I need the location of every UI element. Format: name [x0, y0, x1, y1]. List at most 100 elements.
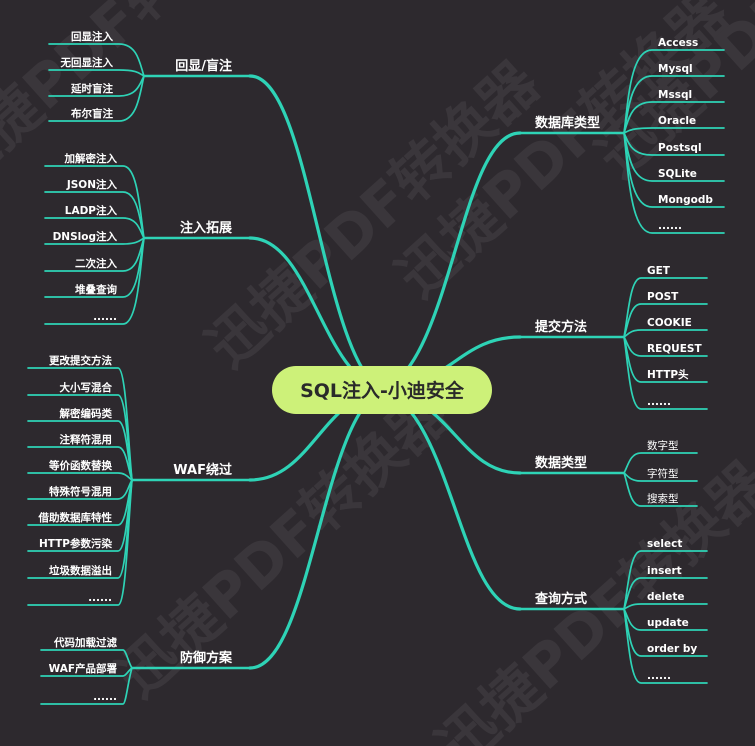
branch-2: 提交方法 GET POST COOKIE REQUEST HTTP头...... — [535, 265, 702, 408]
leaf-label: Mysql — [658, 63, 693, 75]
leaf-label: Access — [658, 37, 698, 49]
leaf-label: Mongodb — [658, 194, 713, 206]
leaf-edge — [623, 101, 725, 134]
leaf-label: 布尔盲注 — [71, 107, 113, 120]
leaf-label: Mssql — [658, 89, 692, 101]
leaf-edge — [48, 75, 145, 122]
leaf-label: 堆叠查询 — [75, 283, 117, 296]
leaf-edge — [27, 479, 133, 606]
branch-label: 数据类型 — [535, 455, 587, 471]
leaf-label: ...... — [647, 396, 671, 408]
leaf-label: HTTP参数污染 — [39, 537, 113, 550]
branch-8: 防御方案 代码加载过滤 WAF产品部署...... — [49, 636, 233, 703]
branch-label: WAF绕过 — [173, 462, 232, 478]
leaf-label: HTTP头 — [647, 368, 689, 381]
leaf-edge — [44, 191, 145, 239]
leaf-label: ...... — [647, 670, 671, 682]
leaf-edge — [40, 649, 133, 669]
leaf-label: 字符型 — [647, 467, 679, 480]
branch-label: 数据库类型 — [535, 115, 600, 131]
leaf-label: SQLite — [658, 168, 697, 180]
leaf-label: delete — [647, 591, 685, 603]
leaf-label: DNSlog注入 — [53, 230, 118, 243]
leaf-label: Oracle — [658, 115, 696, 127]
leaf-label: ...... — [88, 592, 112, 604]
leaf-edge — [40, 667, 133, 677]
watermark-text: 迅捷PDF转换器 — [104, 378, 463, 710]
leaf-label: 数字型 — [647, 439, 679, 452]
leaf-label: POST — [647, 291, 679, 303]
leaf-label: 延时盲注 — [70, 82, 113, 95]
branch-label: 注入拓展 — [180, 220, 233, 236]
leaf-edge — [623, 608, 708, 684]
leaf-edge — [40, 667, 133, 705]
leaf-label: 回显注入 — [71, 30, 113, 43]
branch-6: 注入拓展 加解密注入 JSON注入 LADP注入 DNSlog注入二次注入堆叠查询...… — [53, 152, 233, 323]
leaf-edge — [623, 336, 708, 410]
branch-1: 数据库类型 AccessMysqlMssqlOraclePostsqlSQLite… — [535, 37, 713, 232]
leaf-edge — [623, 132, 725, 234]
leaf-edge — [623, 472, 698, 507]
main-edge — [248, 74, 384, 392]
branch-label: 防御方案 — [180, 650, 233, 666]
branch-7: WAF绕过 更改提交方法大小写混合解密编码类注释符混用等价函数替换特殊符号混用借助… — [38, 354, 233, 604]
leaf-label: order by — [647, 643, 697, 655]
leaf-edge — [44, 165, 145, 239]
leaf-label: 注释符混用 — [60, 433, 113, 446]
leaf-edge — [623, 329, 708, 338]
leaf-label: REQUEST — [647, 343, 702, 355]
branch-label: 查询方式 — [534, 591, 587, 607]
leaf-edge — [623, 303, 708, 338]
leaf-label: 二次注入 — [75, 257, 117, 270]
leaf-label: GET — [647, 265, 671, 277]
leaf-label: ...... — [658, 220, 682, 232]
branch-label: 回显/盲注 — [175, 58, 232, 74]
leaf-edge — [27, 446, 133, 481]
edge-layer — [27, 43, 725, 705]
leaf-label: ...... — [93, 691, 117, 703]
leaf-edge — [623, 127, 725, 134]
leaf-edge — [623, 550, 708, 610]
leaf-label: 无回显注入 — [60, 56, 114, 69]
root-label: SQL注入-小迪安全 — [300, 379, 465, 402]
leaf-label: 代码加载过滤 — [53, 636, 117, 649]
leaf-label: 等价函数替换 — [48, 459, 112, 472]
leaf-label: 更改提交方法 — [49, 354, 112, 367]
leaf-label: 解密编码类 — [59, 407, 113, 420]
root-pill — [272, 366, 492, 414]
leaf-label: 加解密注入 — [64, 152, 118, 165]
leaf-label: 借助数据库特性 — [38, 511, 113, 524]
leaf-label: COOKIE — [647, 317, 692, 329]
leaf-label: update — [647, 617, 689, 629]
branch-label: 提交方法 — [535, 319, 587, 335]
leaf-label: select — [647, 538, 682, 550]
leaf-edge — [623, 75, 725, 134]
leaf-label: JSON注入 — [66, 178, 118, 191]
leaf-label: ...... — [93, 311, 117, 323]
leaf-label: LADP注入 — [65, 204, 118, 217]
leaf-label: 特殊符号混用 — [49, 485, 112, 498]
leaf-edge — [48, 43, 145, 77]
leaf-label: 大小写混合 — [60, 381, 113, 394]
branch-4: 查询方式 select insert delete update order by....… — [534, 538, 697, 682]
leaf-edge — [27, 472, 133, 481]
leaf-edge — [44, 237, 145, 325]
leaf-label: insert — [647, 565, 682, 577]
watermark-text: 迅捷PDF转换器 — [424, 448, 755, 746]
leaf-label: WAF产品部署 — [49, 662, 118, 675]
leaf-label: 垃圾数据溢出 — [49, 564, 112, 577]
leaf-edge — [48, 69, 145, 77]
leaf-edge — [44, 237, 145, 245]
node-layer: 数据库类型 AccessMysqlMssqlOraclePostsqlSQLite… — [38, 30, 714, 703]
leaf-edge — [623, 452, 698, 474]
root-node: SQL注入-小迪安全 — [272, 366, 492, 414]
leaf-edge — [623, 577, 708, 610]
leaf-label: Postsql — [658, 142, 702, 154]
leaf-edge — [44, 217, 145, 239]
leaf-label: 搜索型 — [647, 492, 679, 505]
watermark-text: 迅捷PDF转换器 — [0, 0, 282, 200]
